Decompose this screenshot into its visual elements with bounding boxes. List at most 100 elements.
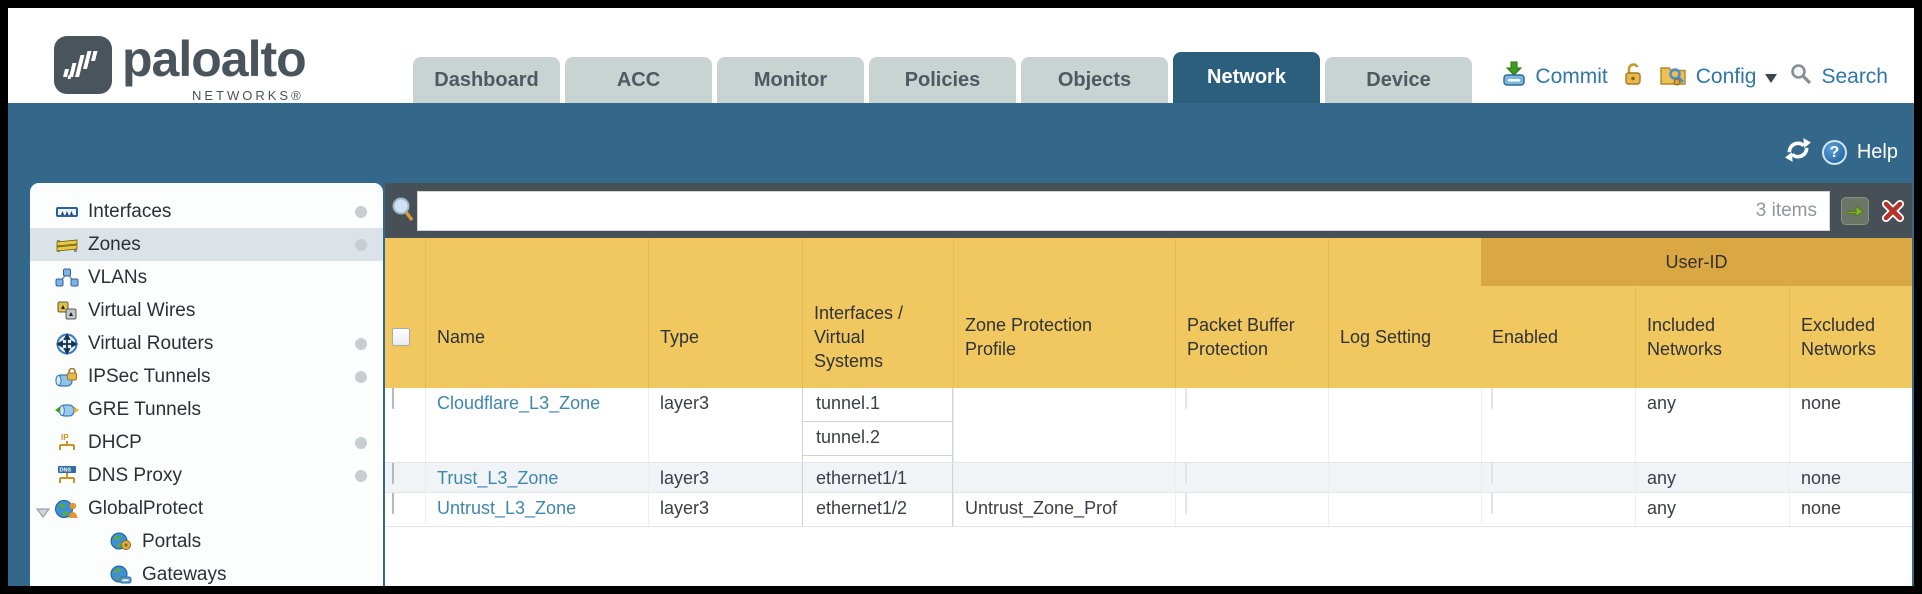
sidebar-item-portals[interactable]: Portals	[30, 525, 383, 558]
items-count: 3 items	[1755, 200, 1817, 221]
search-button[interactable]: Search	[1821, 65, 1888, 88]
row-checkbox[interactable]	[392, 388, 394, 409]
tab-policies[interactable]: Policies	[869, 57, 1016, 103]
user-id-enabled-checkbox	[1491, 463, 1493, 484]
table-row: Cloudflare_L3_Zone layer3 tunnel.1 tunne…	[385, 388, 1912, 463]
zone-name-link[interactable]: Untrust_L3_Zone	[437, 498, 577, 518]
tab-acc[interactable]: ACC	[565, 57, 712, 103]
portals-icon	[108, 532, 134, 551]
sidebar-item-dhcp[interactable]: IP DHCP	[30, 426, 383, 459]
filter-input[interactable]: 3 items	[417, 191, 1830, 231]
top-action-cluster: Commit Config	[1502, 61, 1888, 93]
item-dot	[355, 469, 367, 482]
column-header-zone-protection[interactable]: Zone Protection Profile	[953, 238, 1175, 388]
svg-text:IP: IP	[61, 433, 69, 442]
column-header-packet-buffer[interactable]: Packet Buffer Protection	[1175, 238, 1328, 388]
tab-dashboard[interactable]: Dashboard	[413, 57, 560, 103]
zone-interfaces: ethernet1/1	[802, 463, 953, 492]
sidebar-item-label: Portals	[142, 530, 202, 552]
column-header-label: Included Networks	[1647, 314, 1723, 359]
commit-button[interactable]: Commit	[1535, 65, 1608, 88]
column-header-included-networks[interactable]: Included Networks	[1635, 286, 1789, 388]
top-bar: paloalto NETWORKS® Dashboard ACC Monitor…	[8, 8, 1914, 103]
item-dot	[355, 238, 367, 251]
row-checkbox[interactable]	[392, 493, 394, 514]
item-dot	[355, 205, 367, 218]
vlans-icon	[54, 268, 80, 287]
zone-protection-profile	[953, 463, 1175, 492]
paloalto-logo-icon	[54, 36, 112, 94]
tab-objects[interactable]: Objects	[1021, 57, 1168, 103]
excluded-networks: none	[1789, 463, 1912, 492]
refresh-icon[interactable]	[1784, 136, 1812, 169]
svg-text:DNS: DNS	[60, 467, 72, 473]
row-checkbox[interactable]	[392, 463, 394, 484]
included-networks: any	[1635, 493, 1789, 526]
globalprotect-icon	[54, 499, 80, 519]
column-header-interfaces[interactable]: Interfaces / Virtual Systems	[802, 238, 953, 388]
zones-icon	[54, 236, 80, 254]
brand-name: paloalto	[122, 31, 307, 87]
zone-name-link[interactable]: Cloudflare_L3_Zone	[437, 393, 601, 413]
zone-name-link[interactable]: Trust_L3_Zone	[437, 468, 559, 488]
excluded-networks: none	[1789, 493, 1912, 526]
sidebar-item-globalprotect[interactable]: GlobalProtect	[30, 492, 383, 525]
tab-device[interactable]: Device	[1325, 57, 1472, 103]
interface-entry: tunnel.2	[803, 422, 952, 456]
zone-type: layer3	[648, 388, 802, 462]
commit-icon	[1502, 61, 1526, 93]
filter-bar: 3 items	[385, 183, 1912, 238]
sidebar-item-virtual-wires[interactable]: Virtual Wires	[30, 294, 383, 327]
sidebar-item-vlans[interactable]: VLANs	[30, 261, 383, 294]
zone-interfaces: ethernet1/2	[802, 493, 953, 526]
sidebar-item-gre-tunnels[interactable]: GRE Tunnels	[30, 393, 383, 426]
sidebar-item-virtual-routers[interactable]: Virtual Routers	[30, 327, 383, 360]
lock-icon	[1623, 61, 1645, 93]
config-icon	[1660, 62, 1687, 93]
zones-table: Name Type Interfaces / Virtual Systems Z…	[385, 238, 1912, 586]
table-header: Name Type Interfaces / Virtual Systems Z…	[385, 238, 1912, 388]
column-header-label: Excluded Networks	[1801, 314, 1877, 359]
item-dot	[355, 436, 367, 449]
included-networks: any	[1635, 463, 1789, 492]
column-header-type[interactable]: Type	[648, 238, 802, 388]
zone-protection-profile: Untrust_Zone_Prof	[953, 493, 1175, 526]
sidebar-item-label: GRE Tunnels	[88, 398, 201, 420]
sidebar-item-label: Interfaces	[88, 200, 172, 222]
clear-filter-button[interactable]	[1879, 197, 1907, 225]
tab-monitor[interactable]: Monitor	[717, 57, 864, 103]
sidebar-item-dns-proxy[interactable]: DNS DNS Proxy	[30, 459, 383, 492]
apply-filter-button[interactable]	[1841, 197, 1869, 225]
help-icon[interactable]: ?	[1821, 140, 1847, 165]
sidebar-item-zones[interactable]: Zones	[30, 228, 383, 261]
column-header-excluded-networks[interactable]: Excluded Networks	[1789, 286, 1912, 388]
search-icon	[1790, 63, 1812, 91]
column-header-log-setting[interactable]: Log Setting	[1328, 238, 1481, 388]
sidebar-item-label: VLANs	[88, 266, 148, 288]
sidebar-item-label: Gateways	[142, 563, 227, 585]
packet-buffer-checkbox	[1185, 493, 1187, 514]
tab-network[interactable]: Network	[1173, 52, 1320, 103]
virtual-wires-icon	[54, 301, 80, 320]
sidebar-item-interfaces[interactable]: Interfaces	[30, 195, 383, 228]
config-button[interactable]: Config	[1695, 65, 1757, 88]
config-dropdown-caret-icon[interactable]	[1765, 73, 1778, 89]
expander-icon[interactable]	[36, 502, 50, 524]
column-header-name[interactable]: Name	[425, 238, 648, 388]
sidebar-item-gateways[interactable]: Gateways	[30, 558, 383, 586]
interfaces-icon	[54, 203, 80, 221]
interface-entry: tunnel.1	[803, 388, 952, 422]
sidebar-item-ipsec-tunnels[interactable]: IPSec Tunnels	[30, 360, 383, 393]
column-header-label: Packet Buffer Protection	[1187, 314, 1295, 359]
select-all-checkbox[interactable]	[392, 328, 410, 346]
main-nav-tabs: Dashboard ACC Monitor Policies Objects N…	[413, 52, 1472, 103]
table-row: Untrust_L3_Zone layer3 ethernet1/2 Untru…	[385, 493, 1912, 527]
column-header-enabled[interactable]: Enabled	[1492, 326, 1559, 347]
user-id-enabled-checkbox	[1491, 388, 1493, 409]
sidebar-item-label: Zones	[88, 233, 141, 255]
dhcp-icon: IP	[54, 432, 80, 454]
help-label[interactable]: Help	[1856, 141, 1898, 163]
excluded-networks: none	[1789, 388, 1912, 462]
network-sidebar: Interfaces Zones	[30, 183, 383, 586]
column-header-label: Zone Protection Profile	[965, 314, 1093, 359]
